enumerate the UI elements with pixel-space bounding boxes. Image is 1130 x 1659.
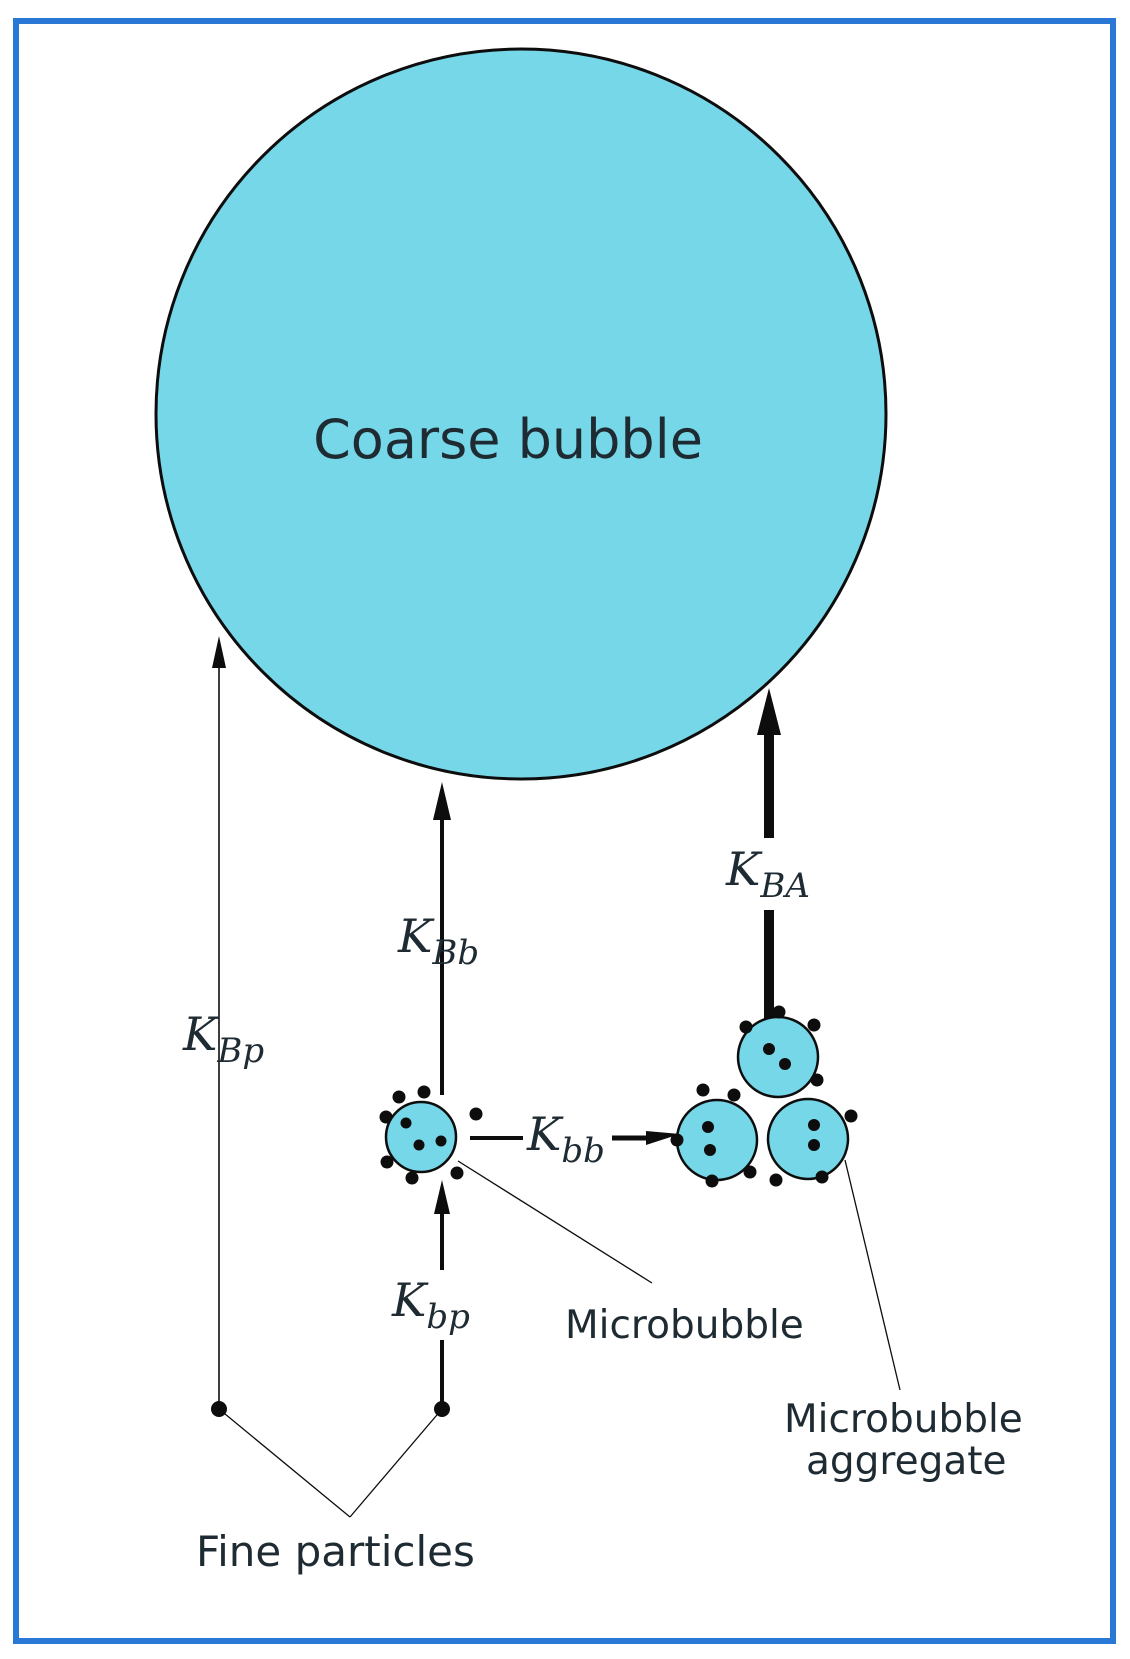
leader-aggregate — [844, 1159, 901, 1391]
label-k-ba-background — [722, 838, 818, 910]
label-k-bb-upper: KBb — [397, 909, 479, 973]
leader-fine-particle-right — [349, 1408, 443, 1518]
coarse-bubble-label: Coarse bubble — [313, 408, 703, 471]
arrowhead-k-ba — [757, 688, 781, 735]
fine-particles-label: Fine particles — [196, 1527, 475, 1576]
leader-fine-particle-left — [218, 1408, 351, 1518]
arrowhead-k-bp-upper — [212, 636, 226, 668]
aggregate-label-line2: aggregate — [806, 1439, 1007, 1484]
leader-microbubble — [457, 1160, 653, 1284]
microbubble — [379, 1085, 483, 1185]
coarse-bubble — [154, 47, 888, 781]
label-k-ba: KBA — [725, 842, 810, 906]
label-k-bb-lower: Kbb — [526, 1107, 605, 1171]
microbubble-aggregate — [670, 1005, 858, 1188]
label-k-bp-lower: Kbp — [391, 1273, 470, 1337]
arrowhead-k-bp-lower — [434, 1180, 450, 1214]
label-k-bp-lower-background — [390, 1270, 482, 1340]
microbubble-label: Microbubble — [565, 1303, 804, 1348]
arrowhead-k-bb-lower — [646, 1131, 680, 1145]
arrowhead-k-bb-upper — [433, 782, 451, 820]
label-k-bp-upper: KBp — [182, 1007, 264, 1071]
aggregate-label-line1: Microbubble — [784, 1397, 1023, 1442]
